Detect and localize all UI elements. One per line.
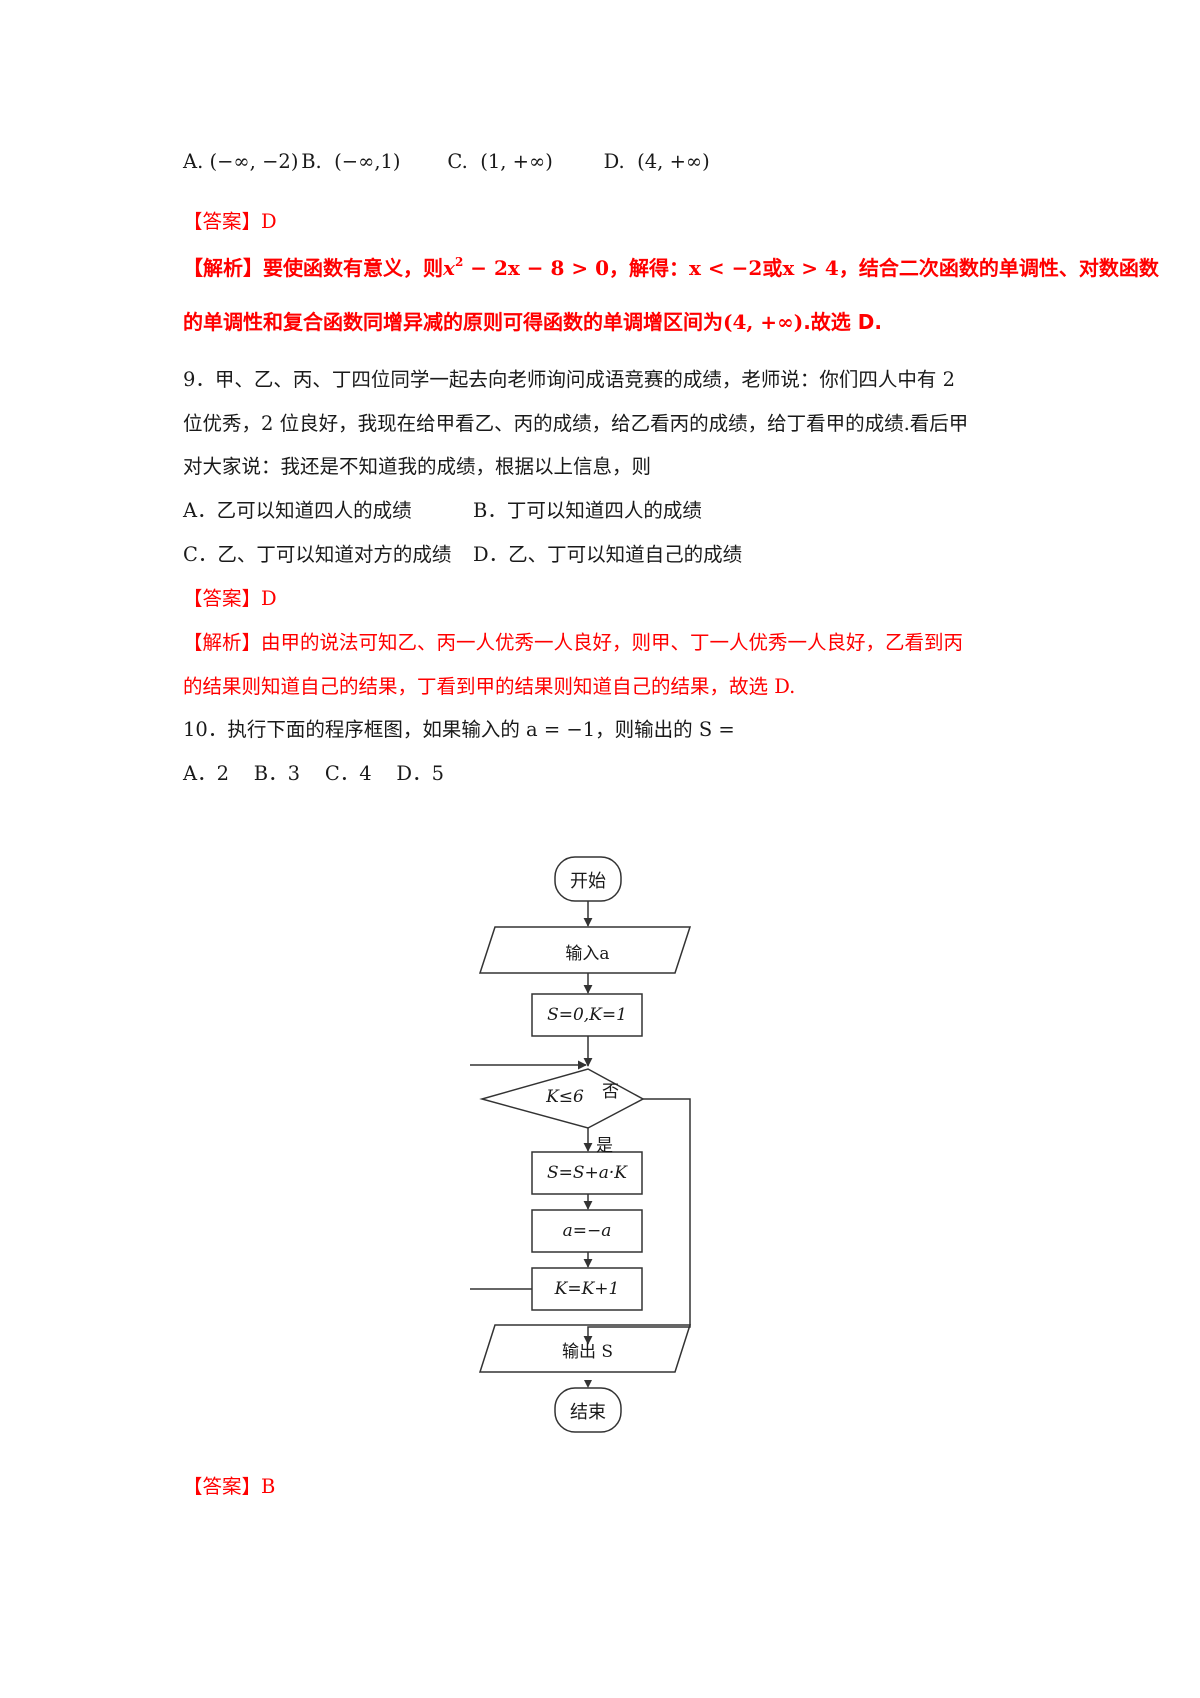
program-flowchart <box>470 856 692 1373</box>
yes-label: 是 <box>596 1136 613 1156</box>
analysis-text: .故选 D. <box>803 310 882 334</box>
q9-answer: 【答案】D <box>183 587 277 610</box>
q10-answer: 【答案】B <box>183 1475 276 1498</box>
q9-options-row-2: C．乙、丁可以知道对方的成绩 D．乙、丁可以知道自己的成绩 <box>183 538 742 567</box>
start-label: 开始 <box>570 871 606 892</box>
math-expression: (4, +∞) <box>723 310 804 334</box>
output-node <box>478 1324 692 1373</box>
output-label: 输出 S <box>561 1342 614 1362</box>
step3-label: K=K+1 <box>554 1279 620 1299</box>
math-expression: x > 4 <box>782 256 839 280</box>
step1-node <box>531 1151 643 1195</box>
loop-back-arrow <box>470 1060 587 1290</box>
q9-option-a: A．乙可以知道四人的成绩 <box>183 499 412 522</box>
q8-options-row: A. (−∞, −2) B. (−∞,1) C. (1, +∞) D. (4, … <box>183 150 710 173</box>
no-label: 否 <box>602 1082 619 1102</box>
q10-stem: 10．执行下面的程序框图，如果输入的 a = −1，则输出的 S = <box>183 718 735 741</box>
q9-option-b: B．丁可以知道四人的成绩 <box>473 499 702 522</box>
init-node <box>531 993 643 1037</box>
q9-stem-line-2: 位优秀，2 位良好，我现在给甲看乙、丙的成绩，给乙看丙的成绩，给丁看甲的成绩.看… <box>183 412 969 435</box>
q8-analysis-line-1: 【解析】要使函数有意义，则x2 − 2x − 8 > 0，解得：x < −2或x… <box>183 252 1159 281</box>
q9-options-row-1: A．乙可以知道四人的成绩 B．丁可以知道四人的成绩 <box>183 494 702 523</box>
end-node-graphic <box>554 1380 622 1433</box>
analysis-text: ，结合二次函数的单调性、对数函数 <box>838 256 1159 280</box>
q9-stem-line-3: 对大家说：我还是不知道我的成绩，根据以上信息，则 <box>183 455 652 478</box>
q9-analysis-line-1: 【解析】由甲的说法可知乙、丙一人优秀一人良好，则甲、丁一人优秀一人良好，乙看到丙 <box>183 631 964 654</box>
q8-option-c: C. (1, +∞) <box>447 150 553 173</box>
step2-label: a=−a <box>562 1221 612 1241</box>
step1-label: S=S+a·K <box>546 1163 628 1183</box>
math-expression: x < −2 <box>689 256 763 280</box>
q9-option-c: C．乙、丁可以知道对方的成绩 <box>183 543 452 566</box>
q8-answer: 【答案】D <box>183 210 277 233</box>
math-expression: x2 − 2x − 8 > 0 <box>443 255 610 280</box>
q9-analysis-line-2: 的结果则知道自己的结果，丁看到甲的结果则知道自己的结果，故选 D. <box>183 675 796 698</box>
q8-option-a: A. (−∞, −2) <box>183 150 299 173</box>
analysis-text: 的单调性和复合函数同增异减的原则可得函数的单调增区间为 <box>183 310 723 334</box>
init-label: S=0,K=1 <box>547 1005 627 1025</box>
analysis-text: 或 <box>762 256 783 280</box>
q9-option-d: D．乙、丁可以知道自己的成绩 <box>473 543 743 566</box>
analysis-text: 要使函数有意义，则 <box>263 256 443 280</box>
input-label: 输入a <box>565 944 610 964</box>
input-node <box>478 926 692 974</box>
analysis-text: ，解得： <box>609 256 690 280</box>
q8-option-d: D. (4, +∞) <box>603 150 710 173</box>
q8-option-b: B. (−∞,1) <box>301 150 401 173</box>
step2-node <box>531 1209 643 1253</box>
q8-analysis-line-2: 的单调性和复合函数同增异减的原则可得函数的单调增区间为(4, +∞).故选 D. <box>183 306 882 335</box>
q9-stem-line-1: 9．甲、乙、丙、丁四位同学一起去向老师询问成语竞赛的成绩，老师说：你们四人中有 … <box>183 368 956 391</box>
end-label: 结束 <box>570 1402 606 1423</box>
flowchart-labels: 开始 输入a S=0,K=1 K≤6 否 是 S=S+a·K a=−a K=K+… <box>470 855 710 1415</box>
condition-label: K≤6 <box>546 1087 584 1107</box>
q10-options: A．2 B．3 C．4 D．5 <box>183 762 444 785</box>
analysis-tag: 【解析】 <box>183 256 263 280</box>
